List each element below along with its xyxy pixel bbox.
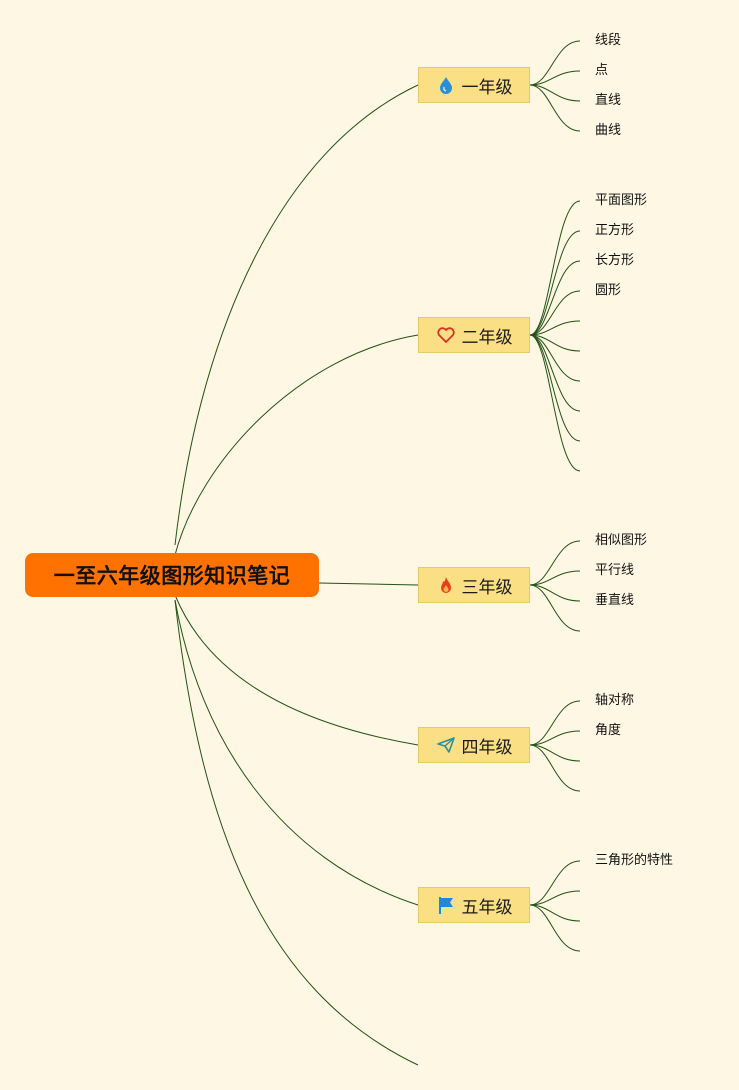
grade-label: 二年级 xyxy=(461,327,513,348)
root-connector xyxy=(174,84,419,546)
topic-item[interactable]: 垂直线 xyxy=(595,593,635,608)
topic-item[interactable]: 线段 xyxy=(595,33,622,48)
branch-connector xyxy=(529,860,581,906)
fire-icon xyxy=(436,575,456,595)
topic-item[interactable]: 平行线 xyxy=(595,563,635,578)
grade-node-2[interactable]: 二年级 xyxy=(418,317,530,353)
branch-connector xyxy=(529,70,581,86)
grade-label: 一年级 xyxy=(461,77,513,98)
topic-item[interactable]: 圆形 xyxy=(595,283,622,298)
grade-label: 四年级 xyxy=(461,737,513,758)
topic-item[interactable]: 点 xyxy=(595,63,609,78)
topic-item[interactable]: 直线 xyxy=(595,93,622,108)
branch-connector xyxy=(529,890,581,906)
topic-item[interactable]: 长方形 xyxy=(595,253,635,268)
topic-item[interactable]: 平面图形 xyxy=(595,193,648,208)
grade-label: 三年级 xyxy=(461,577,513,598)
branch-connector xyxy=(529,730,581,746)
root-connector xyxy=(174,599,419,1066)
branch-connector xyxy=(529,320,581,336)
topic-item[interactable]: 角度 xyxy=(595,723,622,738)
heart-icon xyxy=(436,325,456,345)
branch-connector xyxy=(529,230,581,336)
branch-connector xyxy=(529,40,581,86)
grade-node-1[interactable]: 一年级 xyxy=(418,67,530,103)
branch-connector xyxy=(529,744,581,792)
grade-node-4[interactable]: 四年级 xyxy=(418,727,530,763)
branch-connector xyxy=(529,84,581,132)
topic-item[interactable]: 三角形的特性 xyxy=(595,853,674,868)
topic-item[interactable]: 正方形 xyxy=(595,223,635,238)
flag-icon xyxy=(436,895,456,915)
paper-plane-icon xyxy=(436,735,456,755)
grade-node-3[interactable]: 三年级 xyxy=(418,567,530,603)
branch-connector xyxy=(529,570,581,586)
branch-connector xyxy=(529,700,581,746)
topic-item[interactable]: 曲线 xyxy=(595,123,622,138)
root-connector xyxy=(174,599,419,906)
topic-item[interactable]: 轴对称 xyxy=(595,693,635,708)
connector-lines xyxy=(174,40,581,1066)
root-topic[interactable]: 一至六年级图形知识笔记 xyxy=(25,553,319,597)
grade-node-5[interactable]: 五年级 xyxy=(418,887,530,923)
branch-connector xyxy=(529,290,581,336)
branch-connector xyxy=(529,334,581,412)
branch-connector xyxy=(529,904,581,952)
branch-connector xyxy=(529,584,581,632)
root-connector xyxy=(174,334,419,556)
branch-connector xyxy=(529,200,581,336)
water-drop-icon xyxy=(436,75,456,95)
branch-connector xyxy=(529,260,581,336)
root-connector xyxy=(318,582,419,586)
grade-label: 五年级 xyxy=(461,897,513,918)
topic-item[interactable]: 相似图形 xyxy=(595,533,648,548)
branch-connector xyxy=(529,334,581,382)
branch-connector xyxy=(529,540,581,586)
branch-connector xyxy=(529,334,581,472)
root-connector xyxy=(174,594,419,746)
